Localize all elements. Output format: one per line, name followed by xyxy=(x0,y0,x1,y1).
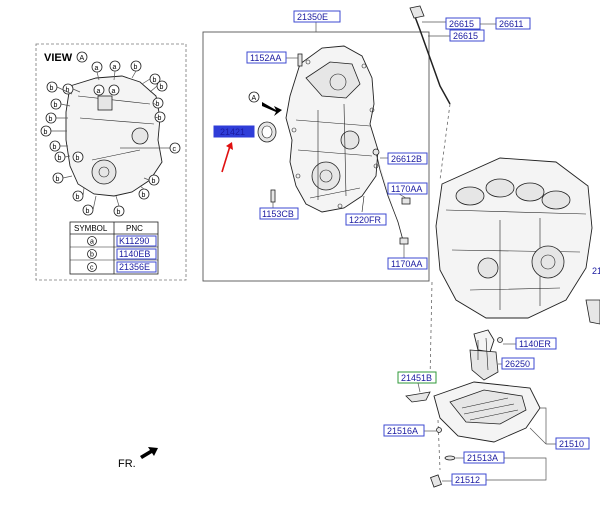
symbol-table-header-symbol: SYMBOL xyxy=(74,224,108,233)
symbol-table-header-pnc: PNC xyxy=(126,224,143,233)
red-indicator-arrow xyxy=(221,145,231,173)
symbol-row-3-pnc: 21356E xyxy=(119,262,150,272)
part-label-21-edge-text: 21 xyxy=(592,266,600,276)
svg-text:b: b xyxy=(156,101,160,108)
svg-text:c: c xyxy=(173,146,177,153)
timing-cover-panel: 21350E 1152AA A 21421 1153CB xyxy=(202,10,430,282)
svg-text:a: a xyxy=(113,64,117,71)
svg-text:b: b xyxy=(153,77,157,84)
symbol-table: SYMBOL PNC a K11290 b 1140EB c 21356E xyxy=(69,221,159,275)
svg-text:b: b xyxy=(76,194,80,201)
svg-text:b: b xyxy=(66,87,70,94)
view-a-arrow xyxy=(262,102,282,116)
svg-text:a: a xyxy=(97,88,101,95)
part-label-1170aa-upper[interactable] xyxy=(387,182,428,195)
svg-text:b: b xyxy=(86,208,90,215)
view-a-panel: VIEW A a a a a b b b b b b b b b b b xyxy=(35,43,187,281)
part-label-26615-upper-text: 26615 xyxy=(449,19,474,29)
callout-c-group: c xyxy=(120,142,181,154)
part-label-26615-lower-text: 26615 xyxy=(453,31,478,41)
oil-strainer-group: 1140ER 26250 xyxy=(469,329,557,381)
part-label-1170aa-lower-text: 1170AA xyxy=(391,259,422,269)
part-label-21510[interactable] xyxy=(555,437,590,450)
part-label-1170aa-lower[interactable] xyxy=(387,257,428,270)
symbol-row-1-pnc: K11290 xyxy=(119,236,149,246)
part-label-1153cb-text: 1153CB xyxy=(262,209,294,219)
part-label-26611[interactable] xyxy=(495,17,531,30)
svg-text:a: a xyxy=(95,65,99,72)
part-label-21513a[interactable] xyxy=(463,451,505,464)
part-label-21513a-text: 21513A xyxy=(467,453,498,463)
part-label-21451b-text: 21451B xyxy=(401,373,432,383)
part-label-26612b[interactable] xyxy=(387,152,428,165)
svg-text:b: b xyxy=(54,102,58,109)
part-label-1152aa-text: 1152AA xyxy=(250,53,281,63)
dipstick-group: 26615 26611 26615 xyxy=(409,5,531,105)
svg-text:b: b xyxy=(152,178,156,185)
svg-text:b: b xyxy=(56,176,60,183)
svg-text:b: b xyxy=(142,192,146,199)
part-label-26612b-text: 26612B xyxy=(391,154,422,164)
view-letter: A xyxy=(80,55,85,62)
oil-pan-group: 21451B 21510 21516A 21513A 21512 xyxy=(383,371,590,488)
svg-text:b: b xyxy=(44,129,48,136)
svg-text:b: b xyxy=(49,116,53,123)
svg-text:b: b xyxy=(134,64,138,71)
svg-text:a: a xyxy=(112,88,116,95)
view-a-marker: A xyxy=(252,95,257,102)
symbol-row-2-symbol: b xyxy=(90,252,94,259)
svg-text:b: b xyxy=(76,155,80,162)
part-label-21512-text: 21512 xyxy=(455,475,480,485)
engine-block: 21 xyxy=(435,157,600,325)
part-label-1170aa-upper-text: 1170AA xyxy=(391,184,422,194)
symbol-row-1-symbol: a xyxy=(90,239,94,246)
part-label-1153cb[interactable] xyxy=(259,207,299,220)
view-title: VIEW xyxy=(44,52,73,64)
part-label-21510-text: 21510 xyxy=(559,439,584,449)
svg-text:b: b xyxy=(53,144,57,151)
fr-label: FR. xyxy=(118,458,136,470)
part-label-26250-text: 26250 xyxy=(505,359,530,369)
part-label-21516a[interactable] xyxy=(383,424,425,437)
fr-arrow-icon xyxy=(140,447,158,459)
part-label-21512[interactable] xyxy=(451,473,487,486)
part-label-1220fr[interactable] xyxy=(345,213,387,226)
pnc-link-1140eb[interactable] xyxy=(116,248,157,260)
pnc-link-k11290[interactable] xyxy=(116,235,157,247)
pnc-link-21356e[interactable] xyxy=(116,261,157,273)
svg-text:b: b xyxy=(50,85,54,92)
part-label-21350e[interactable] xyxy=(293,10,341,23)
part-label-21421-text: 21421 xyxy=(220,127,245,137)
svg-text:b: b xyxy=(117,209,121,216)
front-direction-indicator: FR. xyxy=(118,447,158,470)
part-label-26615-lower[interactable] xyxy=(449,29,485,42)
symbol-row-2-pnc: 1140EB xyxy=(119,249,150,259)
part-label-21421[interactable] xyxy=(213,125,255,138)
part-label-26611-text: 26611 xyxy=(499,19,523,29)
part-label-1140er-text: 1140ER xyxy=(519,339,551,349)
symbol-row-3-symbol: c xyxy=(90,265,94,272)
svg-text:b: b xyxy=(158,115,162,122)
svg-text:b: b xyxy=(160,84,164,91)
part-label-1140er[interactable] xyxy=(515,337,557,350)
part-label-26615-upper[interactable] xyxy=(445,17,481,30)
part-label-21516a-text: 21516A xyxy=(387,426,418,436)
svg-text:b: b xyxy=(58,155,62,162)
callout-a-group: a a a a xyxy=(91,60,121,96)
part-label-1152aa[interactable] xyxy=(246,51,287,64)
part-label-26250[interactable] xyxy=(501,357,535,370)
part-label-21350e-text: 21350E xyxy=(297,12,328,22)
part-label-21451b[interactable] xyxy=(397,371,437,384)
part-label-1220fr-text: 1220FR xyxy=(349,215,382,225)
